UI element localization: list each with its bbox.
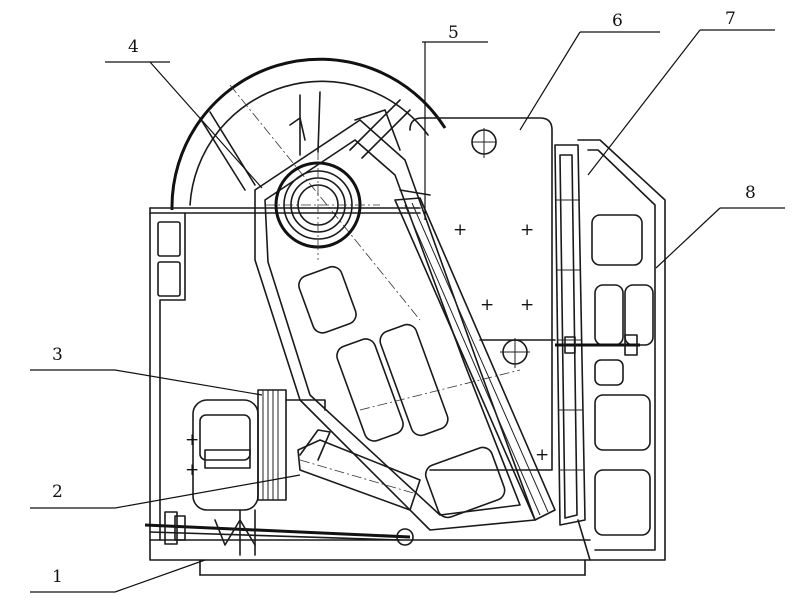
callout-label-2: 2 — [52, 482, 63, 502]
callout-1: 1 — [30, 559, 206, 593]
callout-label-4: 4 — [128, 37, 139, 57]
flywheel — [170, 57, 447, 321]
bolt-mark: + — [185, 430, 199, 450]
tension-rod — [144, 509, 414, 556]
callout-5: 5 — [422, 23, 488, 220]
callout-3: 3 — [30, 345, 263, 396]
bolt-mark: + — [453, 220, 467, 240]
bolt-mark: + — [520, 220, 534, 240]
callout-label-3: 3 — [52, 345, 63, 365]
bolt-mark: + — [520, 295, 534, 315]
fixed-jaw-plate — [554, 144, 586, 526]
callout-label-5: 5 — [448, 23, 459, 43]
toggle-seat: + + — [185, 389, 326, 511]
bolt-mark: + — [535, 445, 549, 465]
moving-jaw — [254, 109, 536, 531]
callout-2: 2 — [30, 474, 301, 509]
callout-label-6: 6 — [612, 11, 623, 31]
frame-rear-wall — [555, 139, 666, 561]
callout-6: 6 — [519, 11, 660, 131]
frame-base — [149, 207, 591, 576]
toggle-plate — [297, 429, 421, 511]
callout-label-8: 8 — [745, 183, 756, 203]
callout-4: 4 — [105, 37, 263, 189]
moving-jaw-plate — [394, 197, 556, 521]
callout-label-7: 7 — [725, 9, 736, 29]
bolt-mark: + — [480, 295, 494, 315]
bolt-mark: + — [185, 460, 199, 480]
callout-8: 8 — [655, 183, 785, 269]
callout-label-1: 1 — [52, 567, 63, 587]
fixed-jaw-housing: + + + + + — [409, 117, 556, 471]
callout-7: 7 — [587, 9, 775, 176]
